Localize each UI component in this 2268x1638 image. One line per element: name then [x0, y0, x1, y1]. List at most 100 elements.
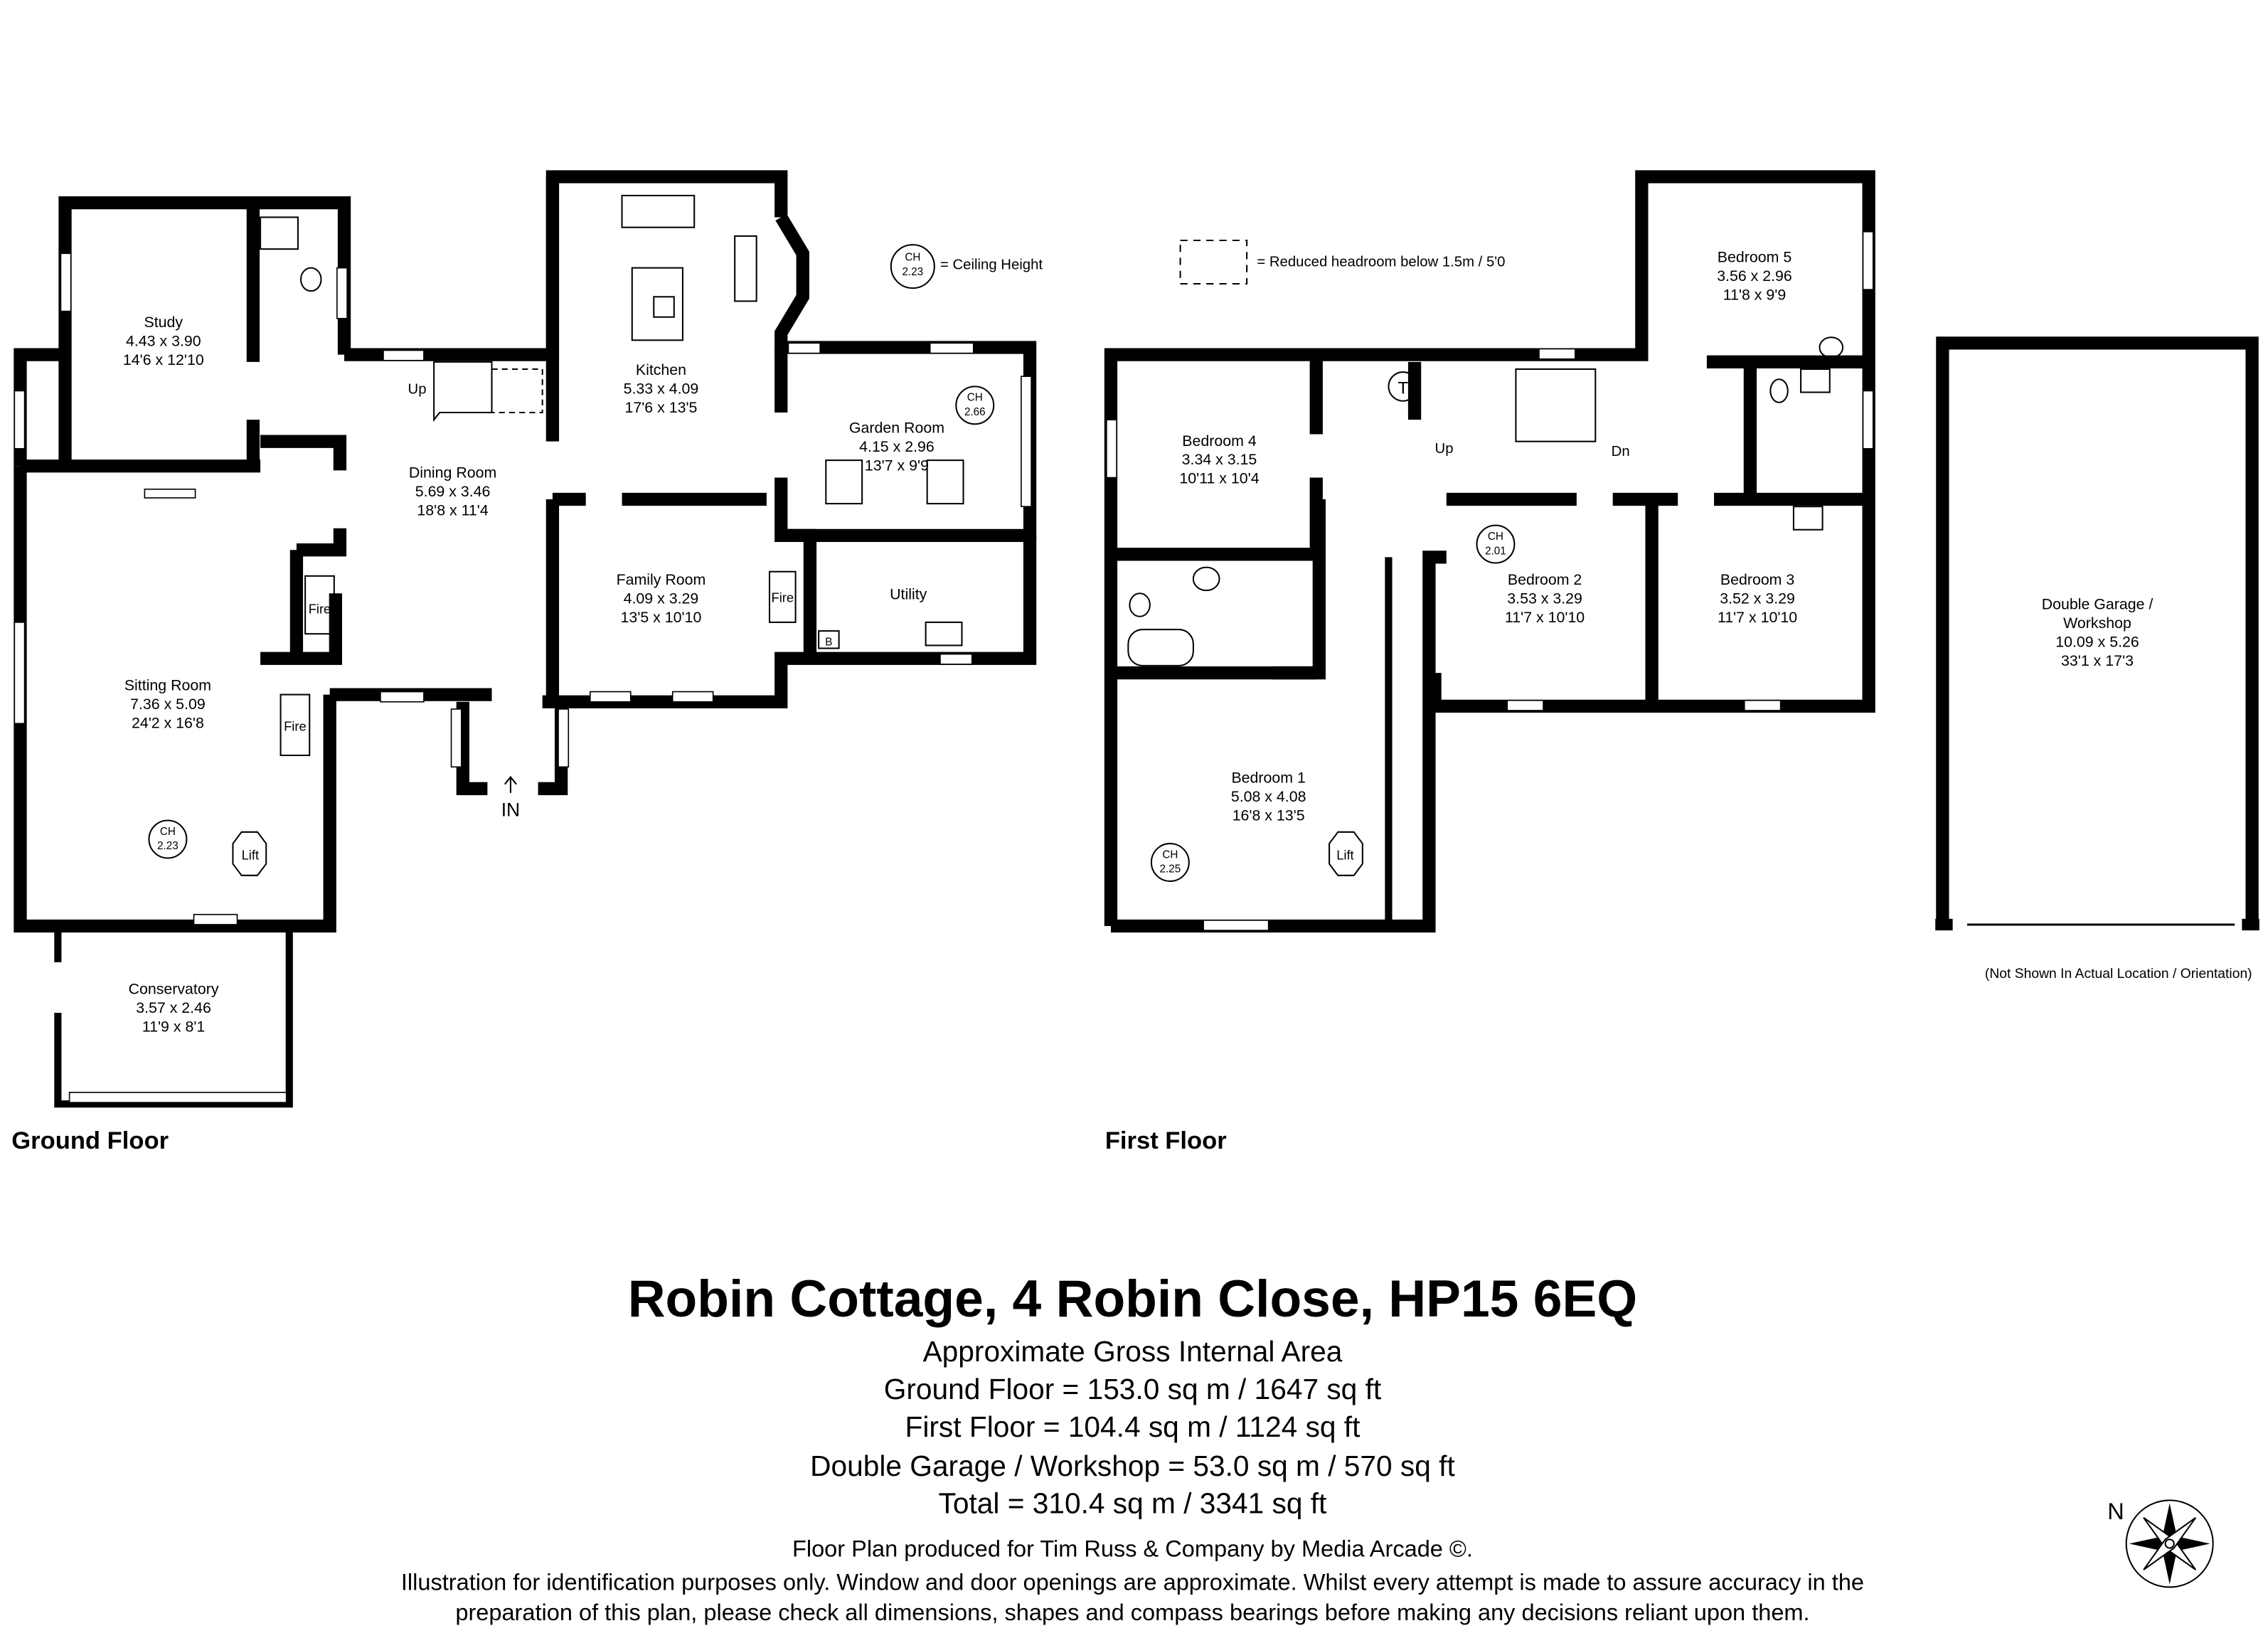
- ch-label: CH: [1162, 849, 1178, 861]
- utility-sink-icon: [925, 621, 963, 647]
- credits: Floor Plan produced for Tim Russ & Compa…: [792, 1536, 1473, 1562]
- room-metric: 5.33 x 4.09: [624, 381, 699, 398]
- stairs-down-label: Dn: [1612, 444, 1630, 459]
- basin-icon: [260, 216, 299, 250]
- first-floor-windows: [1106, 230, 1874, 931]
- lift-label: Lift: [242, 847, 259, 862]
- toilet-icon: [1129, 592, 1151, 617]
- skylight-icon: [825, 459, 863, 505]
- room-imperial: 10'11 x 10'4: [1179, 470, 1259, 487]
- room-name: Bedroom 5: [1718, 248, 1791, 265]
- reduced-headroom-area: [491, 368, 543, 414]
- ground-floor-windows: [14, 252, 1032, 925]
- compass-north-label: N: [2107, 1499, 2124, 1524]
- ch-value: 2.01: [1485, 545, 1506, 557]
- tank-label: T: [1397, 379, 1408, 398]
- room-name: Bedroom 1: [1231, 770, 1305, 787]
- skylight-icon: [926, 459, 964, 505]
- garage: Double Garage / Workshop 10.09 x 5.26 33…: [1935, 336, 2259, 982]
- room-metric: 4.09 x 3.29: [624, 590, 699, 607]
- boiler-label: B: [825, 636, 832, 648]
- fire-label: Fire: [772, 590, 794, 605]
- room-metric: 4.43 x 3.90: [126, 332, 201, 349]
- area-garage: Double Garage / Workshop = 53.0 sq m / 5…: [810, 1450, 1455, 1482]
- room-name: Garden Room: [849, 419, 944, 436]
- entrance-label: IN: [501, 799, 520, 820]
- range-cooker-icon: [621, 194, 696, 228]
- ch-label: CH: [967, 392, 983, 404]
- reduced-headroom-text: = Reduced headroom below 1.5m / 5'0: [1257, 255, 1505, 270]
- compass-icon: [2125, 1499, 2214, 1588]
- room-imperial: 11'8 x 9'9: [1723, 286, 1786, 303]
- fire-label: Fire: [309, 602, 331, 617]
- ground-floor-labels: Study 4.43 x 3.90 14'6 x 12'10 Kitchen 5…: [123, 314, 995, 1035]
- room-metric: 7.36 x 5.09: [130, 696, 206, 713]
- ground-floor-fixtures: [260, 194, 964, 647]
- property-title: Robin Cottage, 4 Robin Close, HP15 6EQ: [628, 1270, 1638, 1328]
- room-metric: 4.15 x 2.96: [859, 438, 935, 455]
- room-name: Kitchen: [636, 361, 686, 378]
- room-name: Bedroom 3: [1720, 571, 1794, 588]
- room-metric: 3.52 x 3.29: [1720, 590, 1795, 607]
- room-imperial: 11'7 x 10'10: [1505, 609, 1585, 626]
- area-total: Total = 310.4 sq m / 3341 sq ft: [939, 1487, 1327, 1520]
- basin-icon: [1819, 336, 1844, 358]
- first-floor-labels: Bedroom 5 3.56 x 2.96 11'8 x 9'9 Bedroom…: [1150, 248, 1797, 882]
- staircase: [1515, 368, 1597, 442]
- room-metric: 5.69 x 3.46: [415, 483, 491, 500]
- room-imperial: 11'7 x 10'10: [1718, 609, 1797, 626]
- ground-floor-label: Ground Floor: [11, 1127, 169, 1154]
- fire-label: Fire: [284, 718, 307, 733]
- room-metric: 3.57 x 2.46: [136, 999, 211, 1016]
- first-floor-label: First Floor: [1105, 1127, 1227, 1154]
- lift-icon: [232, 831, 267, 876]
- kitchen-island: [631, 267, 683, 341]
- ceiling-height-legend: CH 2.23 = Ceiling Height: [890, 244, 1043, 289]
- stairs-up-label: Up: [1435, 441, 1454, 457]
- ch-label: CH: [160, 826, 176, 838]
- room-metric: 3.53 x 3.29: [1507, 590, 1582, 607]
- disclaimer-line2: preparation of this plan, please check a…: [455, 1600, 1809, 1625]
- lift-label: Lift: [1336, 847, 1353, 862]
- room-imperial: 11'9 x 8'1: [142, 1018, 205, 1035]
- room-name: Bedroom 2: [1508, 571, 1582, 588]
- ch-value: 2.25: [1160, 863, 1181, 876]
- room-imperial: 24'2 x 16'8: [132, 714, 204, 731]
- room-metric: 3.34 x 3.15: [1182, 451, 1257, 468]
- room-name: Conservatory: [129, 981, 219, 998]
- room-name: Bedroom 4: [1182, 432, 1257, 450]
- room-imperial: 14'6 x 12'10: [123, 351, 204, 368]
- area-heading: Approximate Gross Internal Area: [923, 1335, 1343, 1368]
- room-metric: 5.08 x 4.08: [1231, 788, 1306, 805]
- basin-icon: [1192, 566, 1220, 592]
- kitchen-sink-icon: [734, 235, 757, 302]
- room-name: Utility: [890, 585, 927, 602]
- area-ground: Ground Floor = 153.0 sq m / 1647 sq ft: [884, 1373, 1381, 1405]
- room-metric: 3.56 x 2.96: [1717, 267, 1792, 284]
- room-name: Sitting Room: [124, 676, 211, 693]
- tank-icon: [1388, 371, 1419, 402]
- room-name: Family Room: [617, 571, 706, 588]
- entrance-arrow-icon: [504, 775, 517, 793]
- room-imperial: 18'8 x 11'4: [417, 501, 488, 518]
- basin-icon: [1792, 506, 1824, 531]
- area-first: First Floor = 104.4 sq m / 1124 sq ft: [905, 1410, 1361, 1443]
- toilet-icon: [300, 267, 322, 292]
- staircase: [433, 361, 493, 422]
- ch-label: CH: [905, 251, 920, 263]
- toilet-icon: [1769, 378, 1789, 403]
- garage-metric: 10.09 x 5.26: [2055, 633, 2139, 650]
- garage-name-line1: Double Garage /: [2042, 596, 2153, 613]
- ch-label: CH: [1488, 531, 1503, 543]
- ch-value: 2.66: [964, 406, 986, 418]
- ch-value: 2.23: [157, 840, 179, 852]
- stairs-up-label: Up: [408, 382, 427, 398]
- room-imperial: 13'7 x 9'9: [865, 457, 929, 474]
- ch-sample: 2.23: [902, 266, 923, 278]
- room-imperial: 17'6 x 13'5: [624, 399, 697, 416]
- reduced-headroom-legend: = Reduced headroom below 1.5m / 5'0: [1179, 239, 1505, 285]
- hob-icon: [653, 296, 675, 318]
- bath-icon: [1127, 629, 1194, 666]
- garage-name-line2: Workshop: [2063, 615, 2131, 632]
